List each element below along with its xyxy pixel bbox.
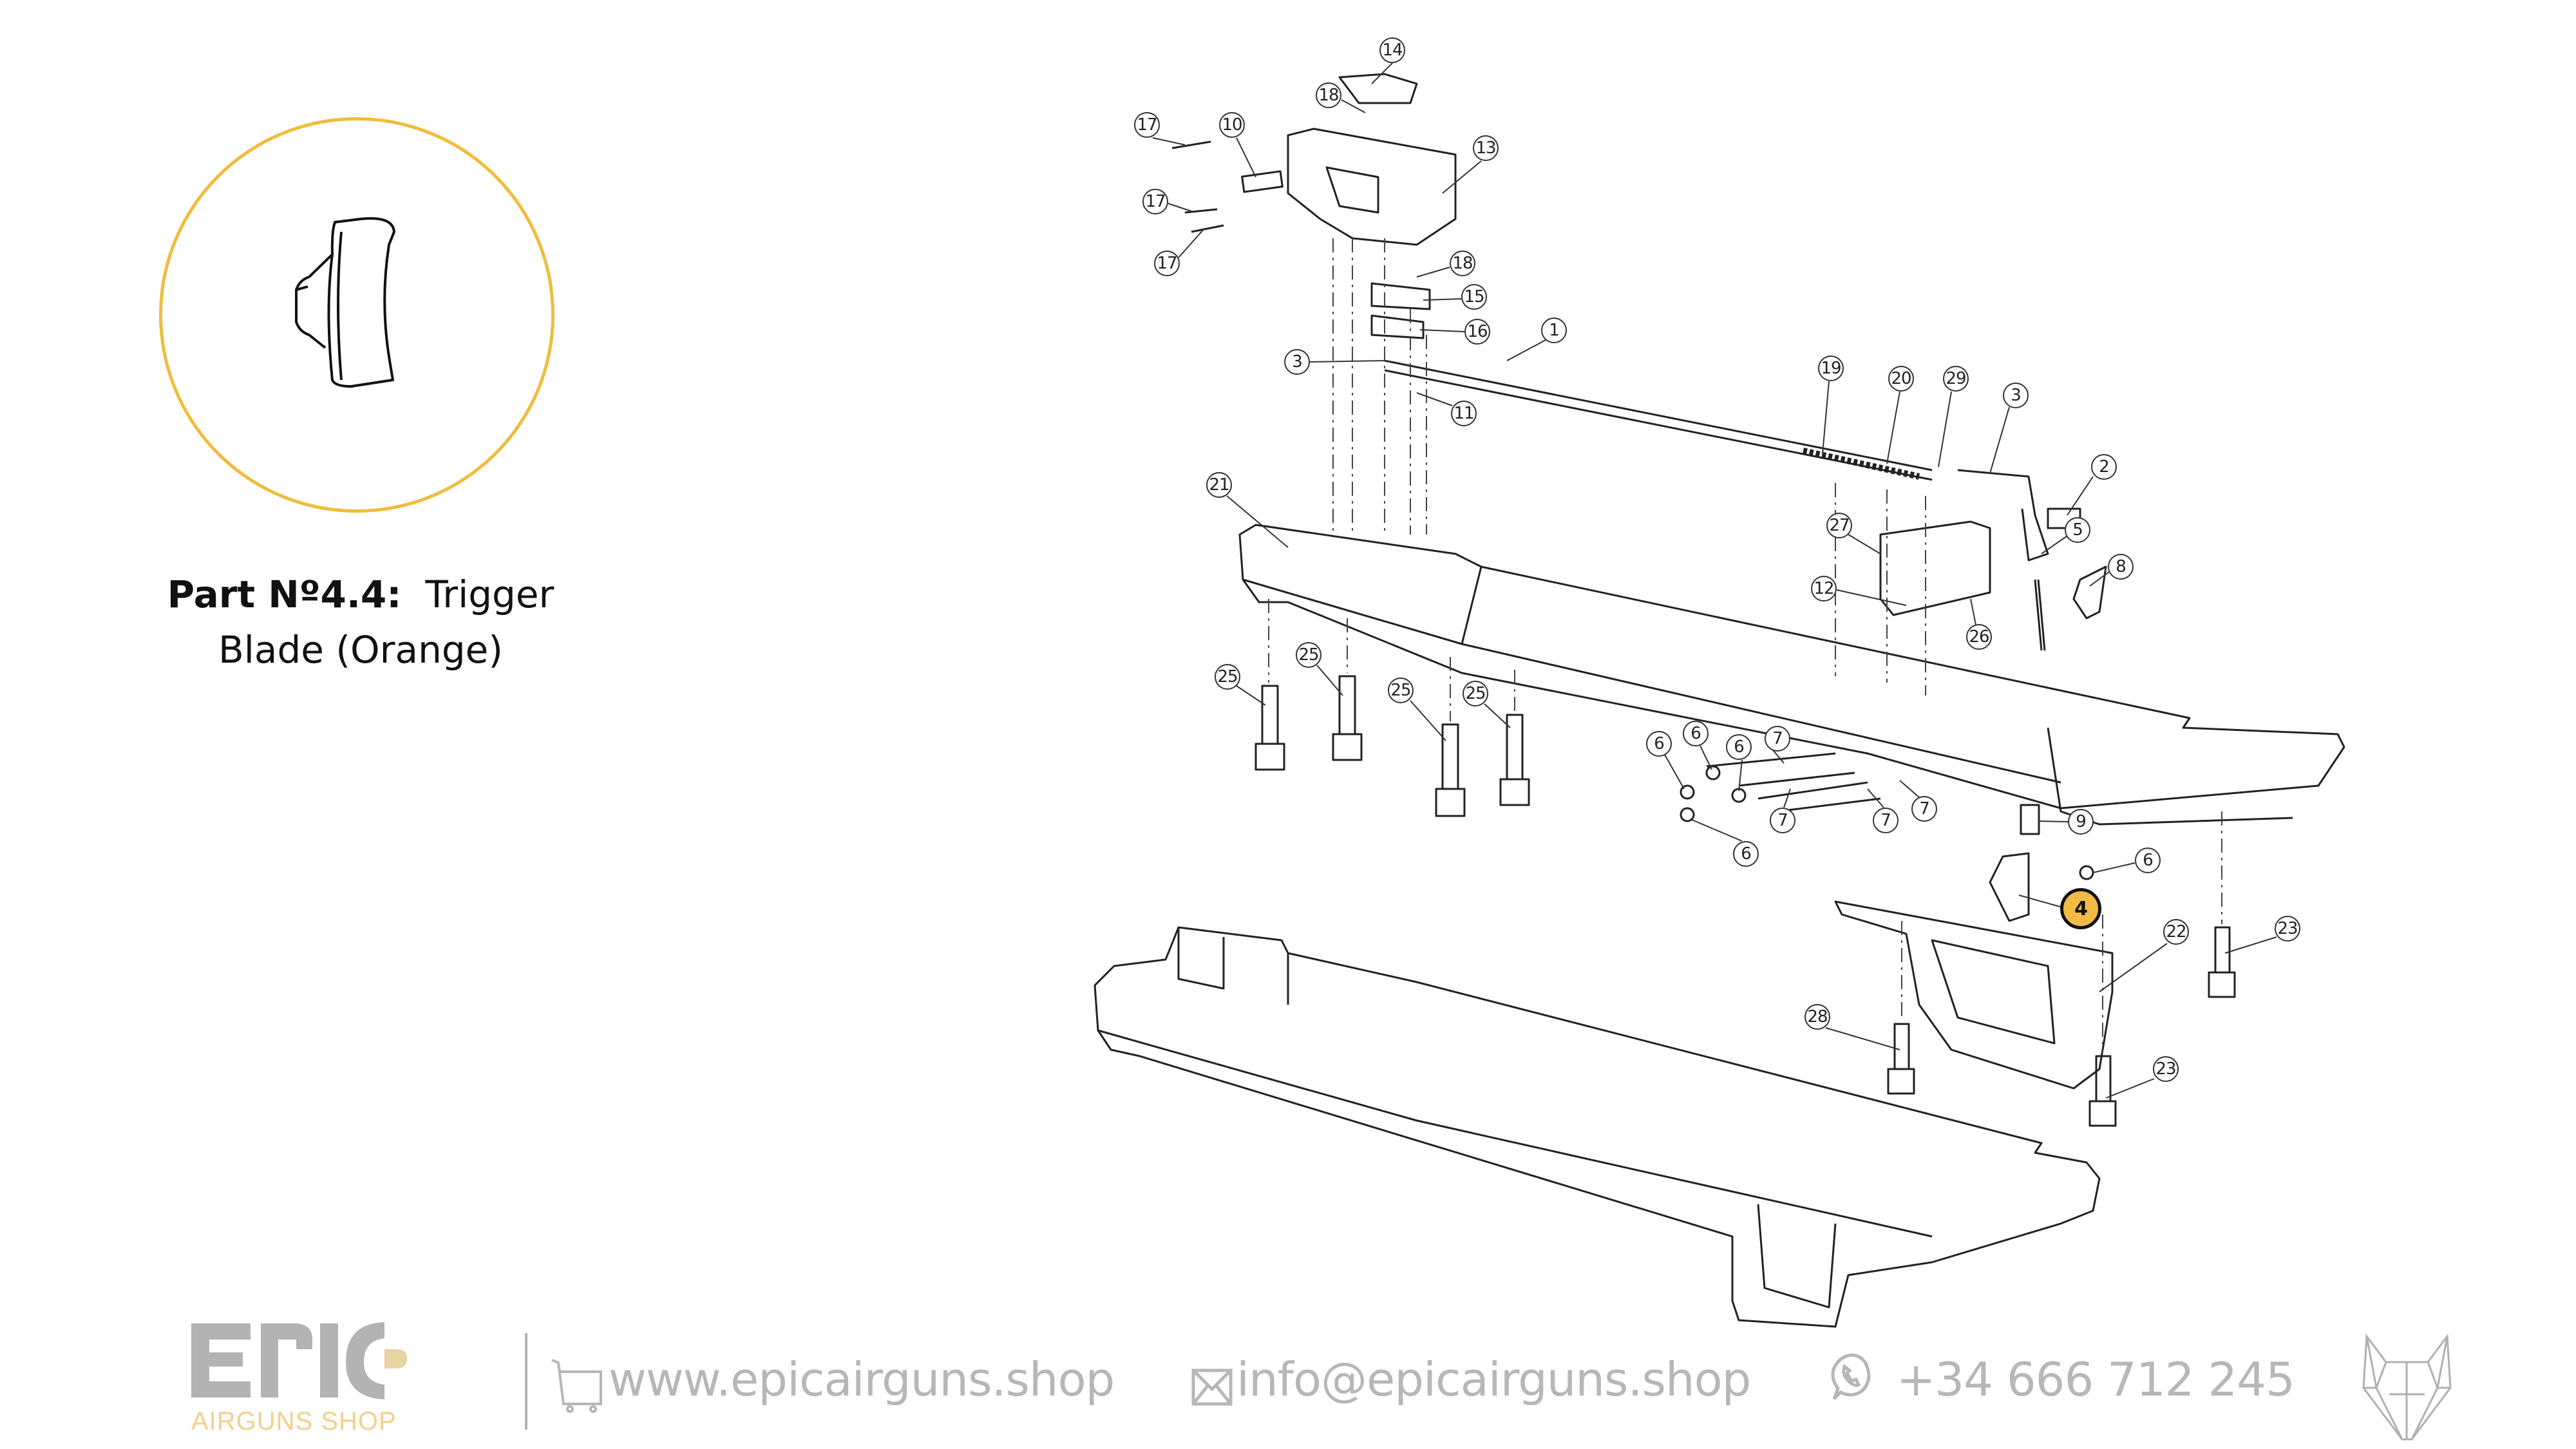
part-callout: 7 <box>1911 796 1937 822</box>
part-callout: 6 <box>2135 848 2161 873</box>
wolf-head-icon <box>2362 1333 2452 1441</box>
part-callout: 3 <box>1284 349 1310 375</box>
email-link[interactable]: info@epicairguns.shop <box>1236 1352 1751 1406</box>
part-callout: 10 <box>1219 112 1245 138</box>
website-link[interactable]: www.epicairguns.shop <box>609 1352 1115 1406</box>
part-callout: 7 <box>1873 808 1899 833</box>
part-callout: 19 <box>1818 355 1844 381</box>
part-callout: 9 <box>2068 809 2094 835</box>
part-detail-magnifier <box>159 117 554 513</box>
part-callout: 28 <box>1804 1004 1830 1030</box>
logo-subtitle: AIRGUNS SHOP <box>191 1407 397 1435</box>
part-callout: 18 <box>1450 251 1475 276</box>
part-callout: 21 <box>1206 472 1232 498</box>
part-callout: 25 <box>1463 681 1488 706</box>
part-callout: 16 <box>1464 319 1490 345</box>
part-callout: 13 <box>1473 135 1499 161</box>
part-name-line1: Trigger <box>425 573 554 616</box>
part-callout: 27 <box>1826 513 1852 538</box>
part-callout: 7 <box>1765 726 1790 752</box>
part-callout: 17 <box>1134 112 1160 138</box>
whatsapp-icon <box>1831 1353 1871 1400</box>
part-callout: 29 <box>1943 366 1969 392</box>
part-callout: 22 <box>2163 919 2189 945</box>
part-number-label: Part Nº4.4: <box>167 573 402 616</box>
part-callout: 17 <box>1142 189 1168 214</box>
part-callout: 14 <box>1379 37 1405 63</box>
epic-logo <box>191 1322 407 1399</box>
upper-frame-part <box>1238 524 2345 810</box>
trigger-blade-icon <box>295 217 395 388</box>
part-callout: 23 <box>2275 916 2300 942</box>
shopping-cart-icon <box>551 1359 602 1413</box>
part-callout: 11 <box>1451 401 1477 426</box>
part-callout: 1 <box>1541 317 1567 343</box>
part-name-line2: Blade (Orange) <box>218 628 503 672</box>
assembled-frame <box>1094 926 2101 1328</box>
part-caption: Part Nº4.4: Trigger Blade (Orange) <box>116 567 605 677</box>
footer-divider <box>525 1333 527 1430</box>
part-callout: 15 <box>1461 284 1487 310</box>
part-callout: 6 <box>1726 734 1752 760</box>
part-callout: 20 <box>1888 366 1914 392</box>
part-callout: 5 <box>2065 517 2090 543</box>
part-callout: 6 <box>1683 721 1709 746</box>
part-callout: 7 <box>1770 808 1795 833</box>
part-callout: 8 <box>2108 554 2134 580</box>
part-callout: 25 <box>1296 642 1321 668</box>
part-callout: 17 <box>1154 251 1180 276</box>
part-callout: 6 <box>1733 841 1759 867</box>
part-callout: 26 <box>1966 624 1992 650</box>
part-callout: 2 <box>2091 454 2117 480</box>
part-callout: 25 <box>1215 664 1240 690</box>
part-callout: 6 <box>1646 731 1672 757</box>
part-callout: 3 <box>2003 383 2029 408</box>
highlighted-part-callout[interactable]: 4 <box>2060 888 2101 929</box>
phone-number[interactable]: +34 666 712 245 <box>1897 1352 2295 1406</box>
part-callout: 18 <box>1316 82 1341 108</box>
part-callout: 12 <box>1811 576 1837 601</box>
envelope-icon <box>1191 1368 1233 1406</box>
part-callout: 23 <box>2153 1056 2179 1082</box>
part-callout: 25 <box>1388 677 1414 703</box>
